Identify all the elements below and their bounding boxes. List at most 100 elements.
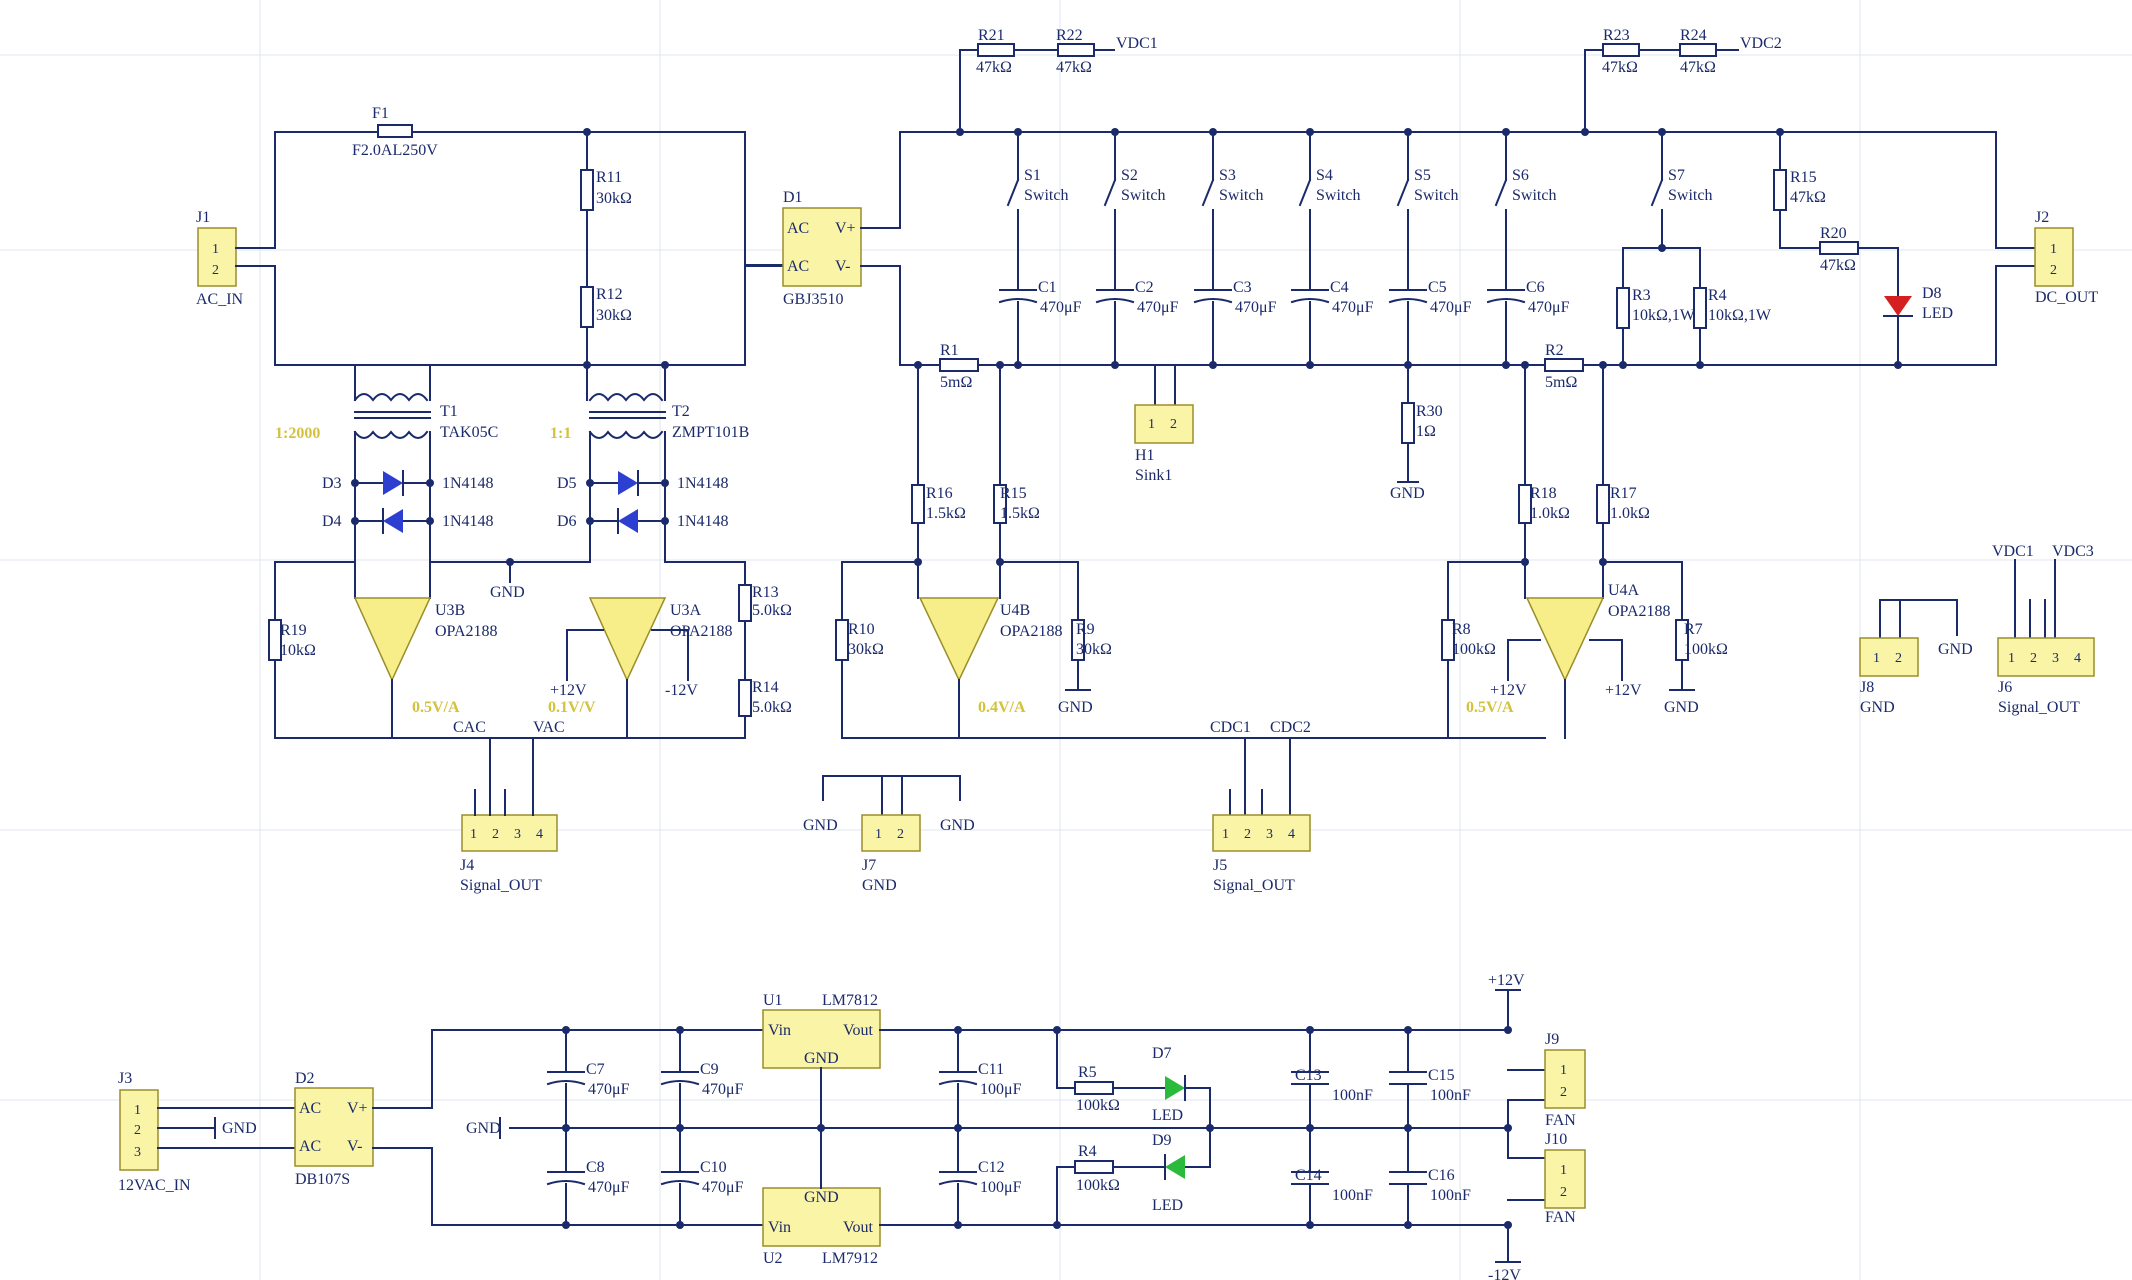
j6-pin1: 1 bbox=[2008, 651, 2015, 666]
j3-gnd: GND bbox=[222, 1120, 257, 1137]
diode-d5 bbox=[618, 471, 638, 495]
resistor-r3 bbox=[1616, 287, 1630, 329]
resistor-r4 bbox=[1074, 1160, 1114, 1174]
d7-name: LED bbox=[1152, 1107, 1183, 1124]
resistor-r17 bbox=[1596, 484, 1610, 524]
j3-pin3: 3 bbox=[134, 1145, 141, 1160]
j10-pin2: 2 bbox=[1560, 1185, 1567, 1200]
r15-ref: R15 bbox=[1000, 485, 1027, 502]
s6-name: Switch bbox=[1512, 187, 1556, 204]
u1-vout: Vout bbox=[843, 1022, 873, 1039]
f1-ref: F1 bbox=[372, 105, 389, 122]
resistor-r23 bbox=[1602, 43, 1640, 57]
diode-d4 bbox=[383, 509, 403, 533]
s3-ref: S3 bbox=[1219, 167, 1236, 184]
u3b-name: OPA2188 bbox=[435, 623, 498, 640]
resistor-r16 bbox=[911, 484, 925, 524]
r18-ref: R18 bbox=[1530, 485, 1557, 502]
opamp-u4a bbox=[1525, 597, 1605, 682]
gnd-label-c: GND bbox=[1664, 699, 1699, 716]
u3a-name: OPA2188 bbox=[670, 623, 733, 640]
minus12v-label-a: -12V bbox=[665, 682, 698, 699]
r11-value: 30kΩ bbox=[596, 190, 632, 207]
resistor-r20 bbox=[1819, 241, 1859, 255]
j4-ref: J4 bbox=[460, 857, 474, 874]
d1-ac1: AC bbox=[787, 220, 809, 237]
j3-ref: J3 bbox=[118, 1070, 132, 1087]
r2-value: 5mΩ bbox=[1545, 374, 1577, 391]
regulator-u1 bbox=[762, 1009, 881, 1069]
d2-vplus: V+ bbox=[347, 1100, 368, 1117]
r17-ref: R17 bbox=[1610, 485, 1637, 502]
u4a-name: OPA2188 bbox=[1608, 603, 1671, 620]
s1-name: Switch bbox=[1024, 187, 1068, 204]
j1-pin2: 2 bbox=[212, 263, 219, 278]
diode-d3 bbox=[383, 471, 403, 495]
c6-value: 470μF bbox=[1528, 299, 1570, 316]
r1-value: 5mΩ bbox=[940, 374, 972, 391]
resistor-r11 bbox=[580, 169, 594, 211]
resistor-r13 bbox=[738, 584, 752, 622]
r10-ref: R10 bbox=[848, 621, 875, 638]
r21-ref: R21 bbox=[978, 27, 1005, 44]
d2-ac1: AC bbox=[299, 1100, 321, 1117]
r4-value: 100kΩ bbox=[1076, 1177, 1120, 1194]
t2-name: ZMPT101B bbox=[672, 424, 749, 441]
cdc1-net: CDC1 bbox=[1210, 719, 1251, 736]
c3-value: 470μF bbox=[1235, 299, 1277, 316]
c3-ref: C3 bbox=[1233, 279, 1252, 296]
h1-pin1: 1 bbox=[1148, 417, 1155, 432]
r7-value: 100kΩ bbox=[1684, 641, 1728, 658]
j7-pin2: 2 bbox=[897, 827, 904, 842]
r14-ref: R14 bbox=[752, 679, 779, 696]
led-d8 bbox=[1884, 296, 1912, 316]
d1-ac2: AC bbox=[787, 258, 809, 275]
d1-vminus: V- bbox=[835, 258, 850, 275]
r30-ref: R30 bbox=[1416, 403, 1443, 420]
t2-ratio: 1:1 bbox=[550, 425, 571, 442]
c15-value: 100nF bbox=[1430, 1087, 1471, 1104]
r9-value: 30kΩ bbox=[1076, 641, 1112, 658]
j4-pin3: 3 bbox=[514, 827, 521, 842]
d4-ref: D4 bbox=[322, 513, 342, 530]
s2-name: Switch bbox=[1121, 187, 1165, 204]
j5-pin1: 1 bbox=[1222, 827, 1229, 842]
c9-value: 470μF bbox=[702, 1081, 744, 1098]
r12-ref: R12 bbox=[596, 286, 623, 303]
r9-ref: R9 bbox=[1076, 621, 1095, 638]
d3-value: 1N4148 bbox=[442, 475, 494, 492]
cac-net: CAC bbox=[453, 719, 486, 736]
c2-ref: C2 bbox=[1135, 279, 1154, 296]
j1-pin1: 1 bbox=[212, 242, 219, 257]
j5-ref: J5 bbox=[1213, 857, 1227, 874]
gain-u3b: 0.5V/A bbox=[412, 699, 460, 716]
r15a-value: 47kΩ bbox=[1790, 189, 1826, 206]
t2-ref: T2 bbox=[672, 403, 690, 420]
r30-gnd: GND bbox=[1390, 485, 1425, 502]
r24-value: 47kΩ bbox=[1680, 59, 1716, 76]
switch-cap-bank: S1 Switch S2 Switch S3 Switch S4 Switch … bbox=[998, 128, 1570, 366]
j6-pin2: 2 bbox=[2030, 651, 2037, 666]
j5-connector bbox=[1212, 814, 1311, 852]
s6-ref: S6 bbox=[1512, 167, 1529, 184]
r15a-ref: R15 bbox=[1790, 169, 1817, 186]
u3a-ref: U3A bbox=[670, 602, 702, 619]
j9-fan-connector bbox=[1544, 1049, 1586, 1109]
u1-vin: Vin bbox=[768, 1022, 791, 1039]
r21-value: 47kΩ bbox=[976, 59, 1012, 76]
d7-ref: D7 bbox=[1152, 1045, 1172, 1062]
r4b-ref: R4 bbox=[1708, 287, 1727, 304]
d2-name: DB107S bbox=[295, 1171, 350, 1188]
d8-ref: D8 bbox=[1922, 285, 1942, 302]
c8-value: 470μF bbox=[588, 1179, 630, 1196]
r12-value: 30kΩ bbox=[596, 307, 632, 324]
r10-value: 30kΩ bbox=[848, 641, 884, 658]
j2-name: DC_OUT bbox=[2035, 289, 2098, 306]
h1-pin2: 2 bbox=[1170, 417, 1177, 432]
c1-ref: C1 bbox=[1038, 279, 1057, 296]
resistor-r12 bbox=[580, 286, 594, 328]
resistor-r4-1w bbox=[1693, 287, 1707, 329]
d1-name: GBJ3510 bbox=[783, 291, 843, 308]
j1-ref: J1 bbox=[196, 209, 210, 226]
